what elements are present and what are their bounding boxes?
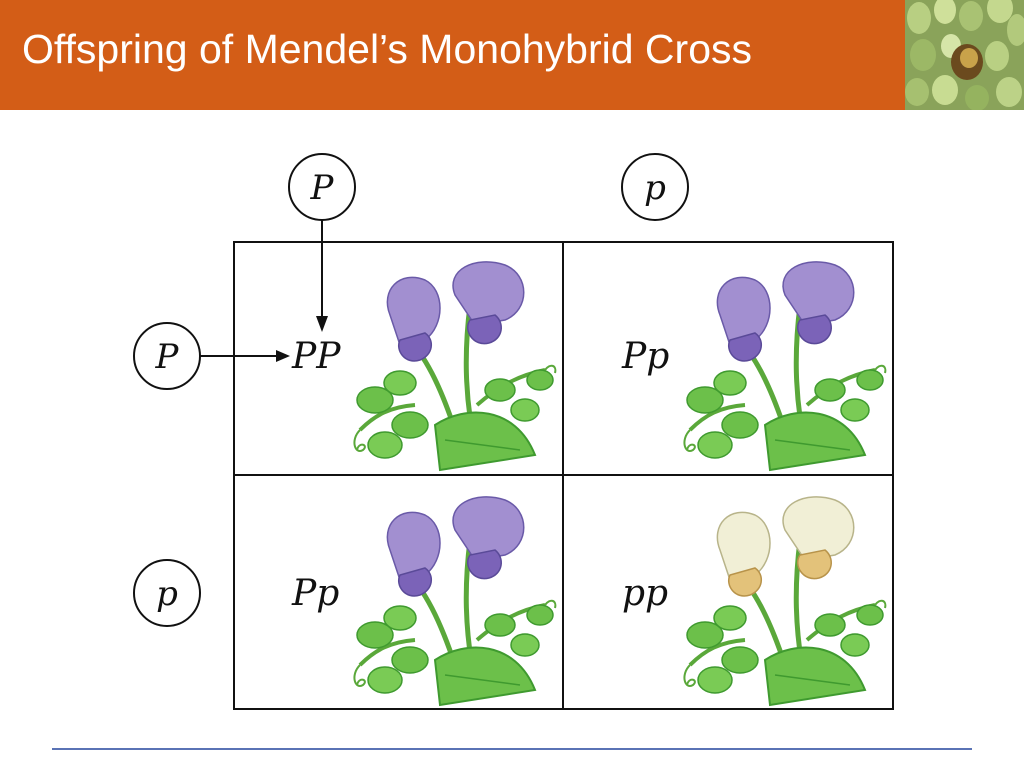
column-allele-2: p: [644, 168, 666, 208]
purple-pea-plant-2: [684, 261, 885, 470]
column-allele-1: P: [310, 168, 335, 208]
genotype-pp-hetero-1: Pp: [621, 336, 669, 377]
row-allele-1: P: [155, 337, 180, 377]
genotype-pp-recessive: pp: [622, 573, 668, 614]
footer-rule: [52, 748, 972, 750]
genotype-pp-dominant: PP: [291, 336, 341, 377]
title-bar: [0, 0, 905, 110]
white-pea-plant: [684, 496, 885, 705]
corner-succulent-photo: [905, 0, 1024, 110]
purple-pea-plant-3: [354, 496, 555, 705]
row-allele-2: p: [156, 574, 178, 614]
genotype-pp-hetero-2: Pp: [291, 573, 339, 614]
purple-pea-plant-1: [354, 261, 555, 470]
slide-title: Offspring of Mendel’s Monohybrid Cross: [22, 26, 752, 72]
